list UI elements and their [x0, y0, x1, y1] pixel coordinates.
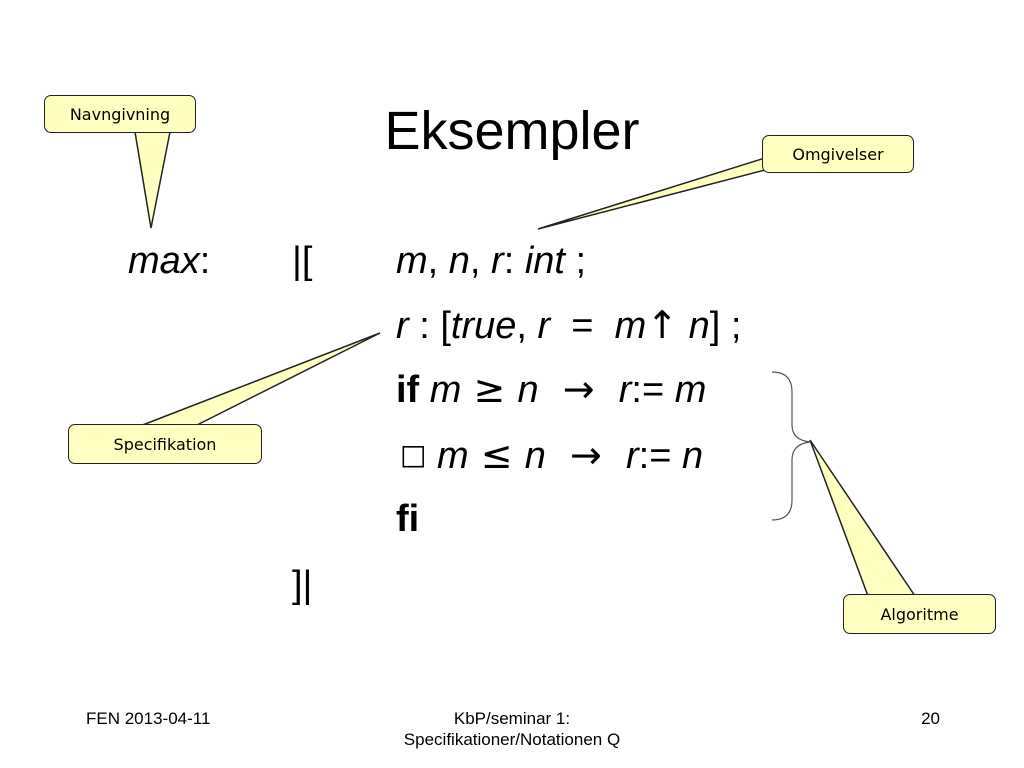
footer-course: KbP/seminar 1: Specifikationer/Notatione… — [312, 708, 712, 750]
keyword-fi: fi — [396, 498, 420, 540]
geq-symbol: ≥ — [461, 367, 518, 411]
equals: = — [550, 305, 615, 347]
footer-course-line2: Specifikationer/Notationen Q — [403, 730, 621, 749]
page-number: 20 — [921, 709, 940, 728]
program-label: max: — [128, 238, 210, 284]
var-n: n — [524, 435, 546, 477]
footer-date: FEN 2013-04-11 — [86, 709, 211, 728]
arrow-icon: → — [538, 367, 619, 411]
environment-pointer — [537, 156, 766, 230]
guard-box-icon: □ — [400, 438, 427, 471]
var-n: n — [517, 369, 539, 411]
assign: := — [631, 369, 675, 411]
callout-naming: Navngivning — [44, 95, 196, 133]
specification-pointer — [139, 332, 381, 427]
callout-algorithm: Algoritme — [843, 594, 996, 634]
callout-environment: Omgivelser — [762, 135, 914, 173]
specification-line: r : [true, r = m↑ n] ; — [396, 302, 741, 349]
slide-title: Eksempler — [384, 101, 640, 161]
var-n: n — [448, 240, 470, 282]
var-r: r — [537, 305, 551, 347]
semicolon: ; — [564, 240, 587, 282]
if-line: if m ≥ n → r:= m — [396, 366, 706, 413]
var-m: m — [396, 240, 428, 282]
keyword-if: if — [396, 369, 420, 411]
close-bracket: ] ; — [709, 305, 742, 347]
sep: , — [469, 240, 492, 282]
var-m: m — [437, 435, 469, 477]
open-bracket: |[ — [292, 240, 313, 282]
algorithm-brace — [771, 371, 811, 521]
colon-bracket: : [ — [408, 305, 451, 347]
comma: , — [516, 305, 538, 347]
var-n: n — [681, 435, 704, 477]
var-m: m — [674, 369, 707, 411]
var-r: r — [396, 305, 409, 347]
var-r: r — [491, 240, 504, 282]
sep: , — [427, 240, 449, 282]
var-m: m — [429, 369, 462, 411]
program-colon: : — [199, 240, 211, 282]
program-name: max — [128, 240, 200, 282]
leq-symbol: ≤ — [468, 433, 525, 477]
var-m: m — [614, 305, 647, 347]
footer-course-line1: KbP/seminar 1: — [453, 709, 571, 728]
arrow-icon: → — [545, 433, 626, 477]
var-n: n — [678, 305, 710, 347]
var-r: r — [625, 435, 639, 477]
colon: : — [503, 240, 525, 282]
type-int: int — [524, 240, 565, 282]
declaration-line: m, n, r: int ; — [396, 238, 586, 284]
close-bracket: ]| — [292, 564, 313, 606]
assign: := — [638, 435, 682, 477]
callout-specification: Specifikation — [68, 424, 262, 464]
guard-line: □ m ≤ n → r:= n — [400, 432, 703, 479]
algorithm-pointer — [809, 439, 917, 597]
var-r: r — [618, 369, 632, 411]
max-operator-icon: ↑ — [646, 303, 679, 347]
precondition: true — [450, 305, 517, 347]
